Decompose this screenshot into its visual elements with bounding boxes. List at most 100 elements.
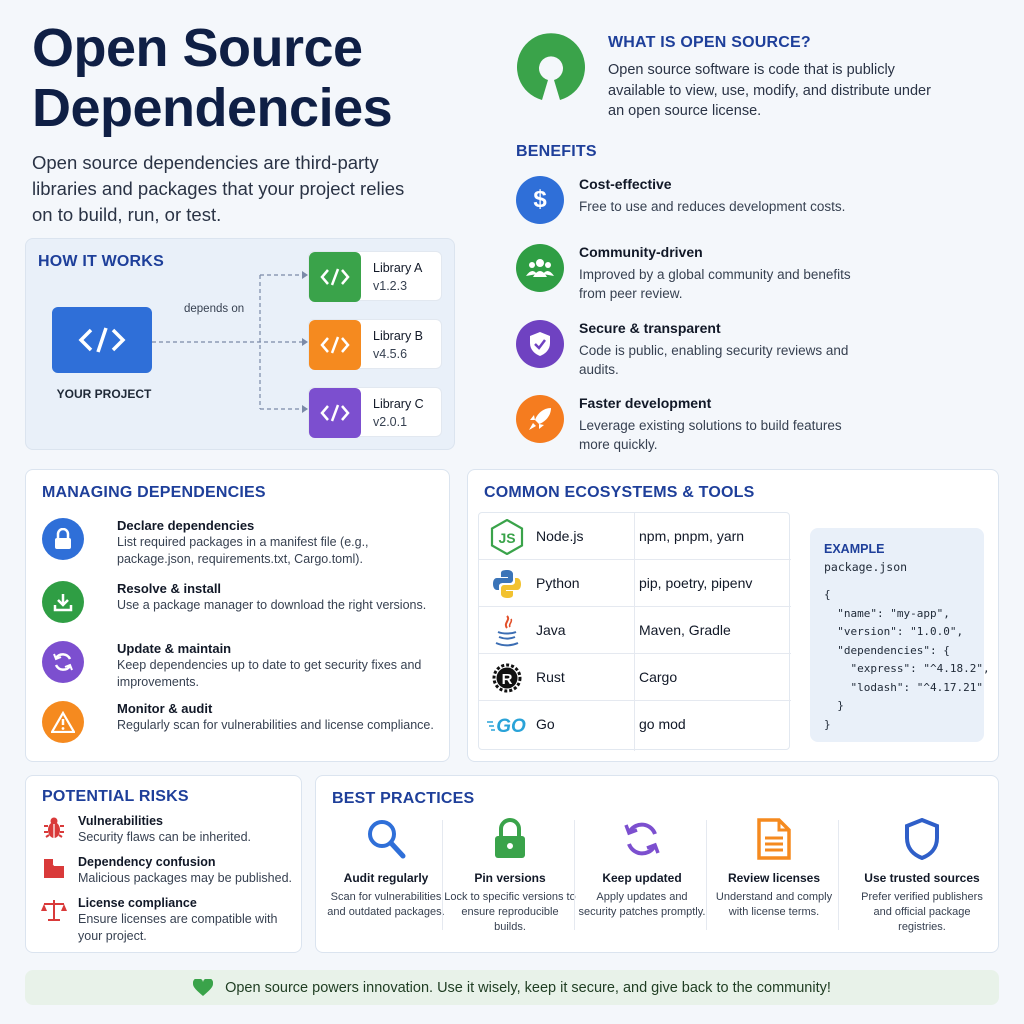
risk-title: License compliance	[78, 896, 197, 910]
example-code: { "name": "my-app", "version": "1.0.0", …	[824, 588, 990, 731]
ecosystem-tools: Cargo	[639, 669, 678, 685]
rust-icon: R	[487, 662, 527, 694]
go-icon: GO	[487, 709, 527, 741]
best-practice-desc: Scan for vulnerabilities and outdated pa…	[327, 891, 445, 918]
benefits-title: BENEFITS	[516, 143, 597, 160]
managing-item-desc: Keep dependencies up to date to get secu…	[117, 658, 422, 689]
document-icon	[754, 816, 794, 862]
refresh-icon	[42, 641, 84, 683]
intro-text: Open source dependencies are third-party…	[32, 152, 405, 225]
what-title: WHAT IS OPEN SOURCE?	[608, 34, 811, 51]
benefit-item: Community-driven Improved by a global co…	[516, 244, 976, 304]
best-practices-title: BEST PRACTICES	[332, 790, 475, 807]
benefit-item: Faster development Leverage existing sol…	[516, 395, 976, 455]
benefit-item: $ Cost-effective Free to use and reduces…	[516, 176, 976, 236]
svg-text:GO: GO	[496, 716, 526, 736]
table-row: Python pip, poetry, pipenv	[479, 560, 791, 607]
library-name: Library A	[373, 261, 423, 275]
shield-icon	[902, 816, 942, 862]
what-text: Open source software is code that is pub…	[608, 62, 931, 119]
best-practice-title: Audit regularly	[343, 871, 429, 885]
managing-panel: MANAGING DEPENDENCIES Declare dependenci…	[25, 469, 450, 762]
managing-item-desc: List required packages in a manifest fil…	[117, 535, 369, 566]
library-name: Library B	[373, 329, 424, 343]
benefit-title: Faster development	[579, 395, 712, 411]
library-card: Library B v4.5.6	[308, 319, 442, 370]
best-practices-panel: BEST PRACTICES Audit regularly Scan for …	[315, 775, 999, 953]
java-icon	[487, 615, 527, 647]
dependency-arrows	[152, 271, 308, 413]
warning-icon	[42, 701, 84, 743]
best-practice-title: Review licenses	[727, 871, 821, 885]
dollar-icon: $	[516, 176, 564, 224]
table-row: R Rust Cargo	[479, 654, 791, 701]
best-practice-item: Keep updated Apply updates and security …	[576, 816, 708, 940]
risks-panel: POTENTIAL RISKS Vulnerabilities Security…	[25, 775, 302, 953]
rocket-icon	[516, 395, 564, 443]
library-version: v2.0.1	[373, 415, 408, 429]
best-practice-title: Use trusted sources	[864, 871, 980, 885]
table-row: Java Maven, Gradle	[479, 607, 791, 654]
example-panel: EXAMPLE package.json { "name": "my-app",…	[810, 528, 990, 742]
ecosystem-tools: npm, pnpm, yarn	[639, 528, 745, 544]
best-practice-item: Use trusted sources Prefer verified publ…	[856, 816, 988, 940]
library-card: Library A v1.2.3	[308, 251, 442, 302]
library-name: Library C	[373, 397, 424, 411]
shield-check-icon	[516, 320, 564, 368]
best-practice-desc: Prefer verified publishers and official …	[861, 891, 983, 933]
risk-title: Vulnerabilities	[78, 814, 163, 828]
managing-item-desc: Use a package manager to download the ri…	[117, 598, 427, 612]
project-code-icon	[52, 307, 152, 373]
best-practice-desc: Lock to specific versions to ensure repr…	[444, 891, 576, 933]
depends-on-label: depends on	[184, 303, 245, 315]
benefit-title: Cost-effective	[579, 176, 672, 192]
lock-icon	[490, 816, 530, 862]
ecosystem-name: Go	[536, 716, 555, 732]
managing-title: MANAGING DEPENDENCIES	[42, 484, 266, 501]
managing-item-desc: Regularly scan for vulnerabilities and l…	[117, 718, 434, 732]
benefit-desc: Free to use and reduces development cost…	[579, 199, 846, 214]
ecosystem-name: Java	[536, 622, 566, 638]
ecosystems-panel: COMMON ECOSYSTEMS & TOOLS JS Node.js npm…	[467, 469, 999, 762]
code-icon	[309, 320, 361, 370]
lock-icon	[42, 518, 84, 560]
risks-title: POTENTIAL RISKS	[42, 788, 189, 805]
footer-text: Open source powers innovation. Use it wi…	[225, 979, 831, 996]
ecosystem-name: Node.js	[536, 528, 584, 544]
svg-text:JS: JS	[498, 530, 515, 546]
ecosystems-table: JS Node.js npm, pnpm, yarn Python pip, p…	[478, 512, 791, 751]
library-card: Library C v2.0.1	[308, 387, 442, 438]
best-practice-desc: Apply updates and security patches promp…	[578, 891, 706, 918]
risk-title: Dependency confusion	[78, 855, 216, 869]
example-filename: package.json	[824, 560, 908, 574]
best-practice-item: Pin versions Lock to specific versions t…	[444, 816, 576, 940]
download-icon	[42, 581, 84, 623]
how-title: HOW IT WORKS	[38, 253, 164, 270]
risk-desc: Malicious packages may be published.	[78, 871, 293, 885]
project-label: YOUR PROJECT	[56, 387, 152, 401]
table-row: GO Go go mod	[479, 701, 791, 748]
benefit-desc: Code is public, enabling security review…	[579, 343, 849, 377]
best-practice-title: Keep updated	[602, 871, 682, 885]
refresh-icon	[622, 816, 662, 862]
scales-icon	[40, 896, 68, 924]
managing-item-title: Declare dependencies	[117, 518, 255, 533]
library-version: v4.5.6	[373, 347, 408, 361]
library-version: v1.2.3	[373, 279, 408, 293]
best-practice-item: Audit regularly Scan for vulnerabilities…	[320, 816, 452, 940]
benefit-title: Community-driven	[579, 244, 703, 260]
managing-item-title: Update & maintain	[117, 641, 232, 656]
footer-banner: Open source powers innovation. Use it wi…	[25, 970, 999, 1005]
benefit-desc: Improved by a global community and benef…	[579, 267, 851, 301]
best-practice-item: Review licenses Understand and comply wi…	[708, 816, 840, 940]
risk-desc: Security flaws can be inherited.	[78, 830, 252, 844]
code-icon	[309, 388, 361, 438]
page-title: Open Source Dependencies	[32, 18, 393, 138]
nodejs-icon: JS	[487, 519, 527, 555]
ecosystem-name: Rust	[536, 669, 565, 685]
best-practice-desc: Understand and comply with license terms…	[715, 891, 833, 918]
ecosystem-tools: Maven, Gradle	[639, 622, 731, 638]
benefit-title: Secure & transparent	[579, 320, 721, 336]
package-icon	[40, 855, 68, 883]
ecosystems-title: COMMON ECOSYSTEMS & TOOLS	[484, 484, 755, 501]
